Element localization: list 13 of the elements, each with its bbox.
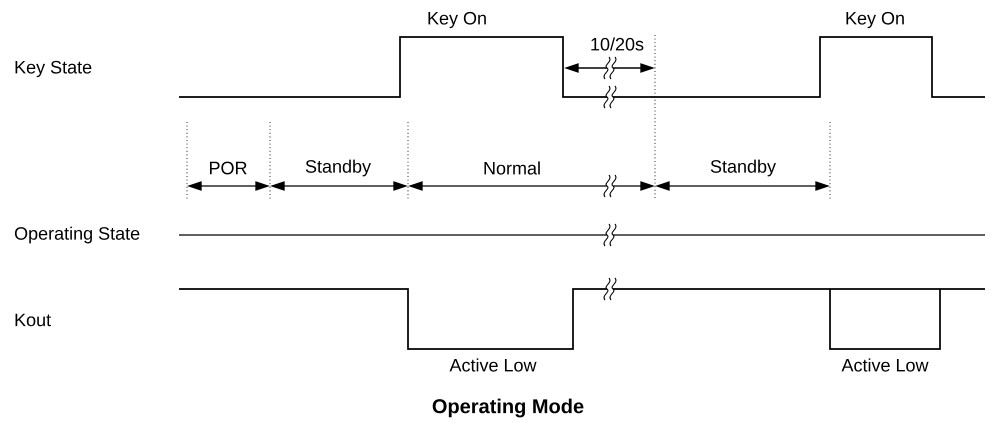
phase-label: Normal xyxy=(484,161,540,175)
signal-annotation: Active Low xyxy=(450,358,537,372)
signal-name: Operating State xyxy=(14,226,140,244)
duration-label: 10/20s xyxy=(591,37,644,51)
phase-label: POR xyxy=(210,162,247,174)
phase-label: Standby xyxy=(710,160,776,176)
signal-name: Kout xyxy=(16,314,51,326)
signal-annotation: Key On xyxy=(846,12,904,28)
phase-label: Standby xyxy=(306,160,371,176)
caption: Operating Mode xyxy=(432,398,584,418)
signal-annotation: Key On xyxy=(428,12,486,28)
signal-name: Key State xyxy=(16,60,92,78)
signal-annotation: Active Low xyxy=(842,358,929,372)
